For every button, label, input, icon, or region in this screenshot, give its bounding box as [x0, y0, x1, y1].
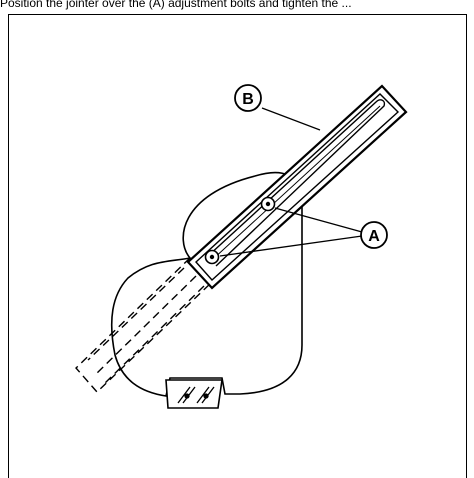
leader-line-b: [261, 107, 321, 131]
adjustment-bolt-upper: [260, 196, 276, 212]
page-caption: Position the jointer over the (A) adjust…: [0, 0, 352, 10]
callout-a: A: [360, 221, 388, 249]
callout-b: B: [234, 84, 262, 112]
clip-slash-marks: [177, 386, 215, 404]
callout-b-label: B: [242, 91, 254, 108]
frame-left-border: [8, 14, 9, 478]
cutter-head-outline: [110, 171, 303, 397]
blade-clip: [165, 379, 223, 409]
adjustment-bolt-lower: [204, 249, 220, 265]
frame-top-border: [8, 14, 466, 15]
jointer-bar: [186, 84, 408, 290]
callout-a-label: A: [368, 228, 380, 245]
leader-line-a-upper: [274, 207, 363, 233]
leader-line-a-lower: [219, 235, 363, 257]
frame-right-border: [466, 14, 467, 478]
jointer-dashed-positions: [75, 257, 213, 394]
